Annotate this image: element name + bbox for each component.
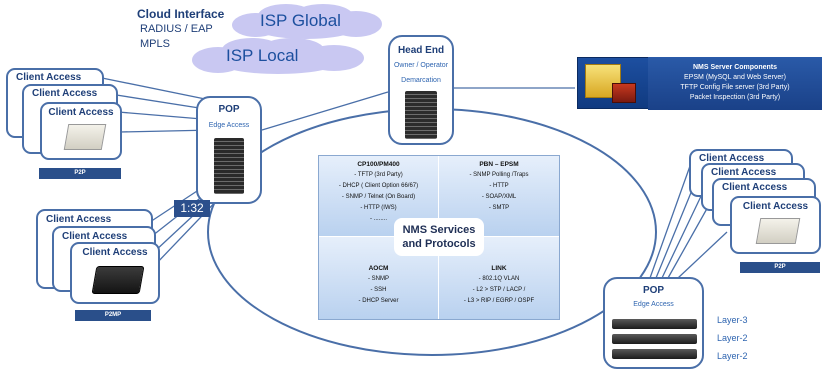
- client-access-label: Client Access: [46, 214, 112, 225]
- switch-layer3: [612, 319, 697, 329]
- nms-server-panel: NMS Server Components EPSM (MySQL and We…: [648, 57, 822, 110]
- client-access-label: Client Access: [699, 153, 765, 164]
- switch-layer2-a: [612, 334, 697, 344]
- client-access-r-4: Client Access: [730, 196, 821, 254]
- aocm-item-3: - DHCP Server: [358, 298, 399, 304]
- nms-server-packet: Packet Inspection (3rd Party): [689, 94, 781, 101]
- pop-left-chassis: [214, 138, 244, 194]
- pop-right-title: POP: [642, 285, 665, 296]
- head-end-title: Head End: [397, 45, 445, 56]
- client-access-label: Client Access: [48, 107, 114, 118]
- pbn-item-2: - HTTP: [489, 183, 509, 189]
- pop-right-box: POP Edge Access: [603, 277, 704, 369]
- pop-left-subtitle: Edge Access: [208, 122, 250, 129]
- cloud-interface-mpls: MPLS: [140, 38, 170, 50]
- cp100-item-1: - TFTP (3rd Party): [354, 172, 403, 178]
- client-access-label: Client Access: [62, 231, 128, 242]
- aocm-item-1: - SNMP: [368, 276, 389, 282]
- client-access-label: Client Access: [82, 247, 148, 258]
- isp-global-cloud: [232, 4, 382, 39]
- link-item-2: - L2 > STP / LACP /: [472, 287, 526, 293]
- cp100-item-3: - SNMP / Telnet (On Board): [341, 194, 416, 200]
- quadrant-link-title: LINK: [491, 265, 507, 272]
- layer-label-2: Layer-2: [717, 333, 748, 343]
- isp-local-label: ISP Local: [226, 46, 299, 65]
- quadrant-aocm-title: AOCM: [368, 265, 389, 272]
- nms-server-icon: [577, 57, 649, 109]
- nms-services-title-2: and Protocols: [402, 238, 476, 250]
- client-access-label: Client Access: [32, 88, 98, 99]
- nms-server-tftp: TFTP Config File server (3rd Party): [680, 84, 790, 91]
- p2p-badge-right: P2P: [740, 262, 820, 273]
- cp100-item-5: - ........: [369, 216, 387, 222]
- head-end-chassis: [405, 91, 437, 139]
- link-item-1: - 802.1Q VLAN: [478, 276, 520, 282]
- p2mp-badge: P2MP: [75, 310, 151, 321]
- head-end-owner: Owner / Operator: [393, 62, 449, 69]
- pop-left-box: POP Edge Access: [196, 96, 262, 204]
- client-access-label: Client Access: [722, 182, 788, 193]
- pbn-item-3: - SOAP/XML: [481, 194, 517, 200]
- p2p-device-icon-right: [755, 218, 801, 244]
- pbn-item-1: - SNMP Polling /Traps: [469, 172, 529, 178]
- isp-local-cloud: [192, 38, 364, 74]
- cp100-item-2: - DHCP ( Client Option 66/67): [338, 183, 419, 189]
- quadrant-cp100-title: CP100/PM400: [357, 161, 400, 168]
- client-access-label: Client Access: [16, 72, 82, 83]
- nms-services-center: NMS Services and Protocols: [394, 218, 484, 256]
- client-access-label: Client Access: [711, 167, 777, 178]
- cloud-interface-title: Cloud Interface: [137, 7, 225, 21]
- p2p-device-icon: [63, 124, 107, 150]
- isp-global-label: ISP Global: [260, 11, 341, 30]
- switch-layer2-b: [612, 349, 697, 359]
- p2mp-device-icon: [91, 266, 145, 294]
- p2p-badge-left: P2P: [39, 168, 121, 179]
- cp100-item-4: - HTTP (IWS): [360, 205, 397, 211]
- client-access-ll-3: Client Access: [70, 242, 160, 304]
- head-end-box: Head End Owner / Operator Demarcation: [388, 35, 454, 145]
- nms-services-title-1: NMS Services: [402, 224, 476, 236]
- nms-server-epsm: EPSM (MySQL and Web Server): [684, 74, 786, 81]
- pbn-item-4: - SMTP: [488, 205, 510, 211]
- cloud-interface-radius: RADIUS / EAP: [140, 23, 213, 35]
- link-item-3: - L3 > RIP / EGRP / OSPF: [463, 298, 535, 304]
- aocm-item-2: - SSH: [370, 287, 387, 293]
- client-access-label: Client Access: [742, 201, 809, 212]
- nms-services-panel: CP100/PM400 - TFTP (3rd Party) - DHCP ( …: [318, 155, 560, 320]
- client-access-ul-3: Client Access: [40, 102, 122, 160]
- pop-right-subtitle: Edge Access: [633, 301, 674, 308]
- layer-label-3: Layer-2: [717, 351, 748, 361]
- split-ratio-badge: 1:32: [174, 200, 210, 217]
- nms-server-title: NMS Server Components: [692, 64, 778, 71]
- quadrant-pbn-title: PBN – EPSM: [479, 161, 519, 168]
- layer-label-1: Layer-3: [717, 315, 748, 325]
- head-end-demarcation: Demarcation: [401, 77, 441, 84]
- pop-left-title: POP: [218, 104, 240, 115]
